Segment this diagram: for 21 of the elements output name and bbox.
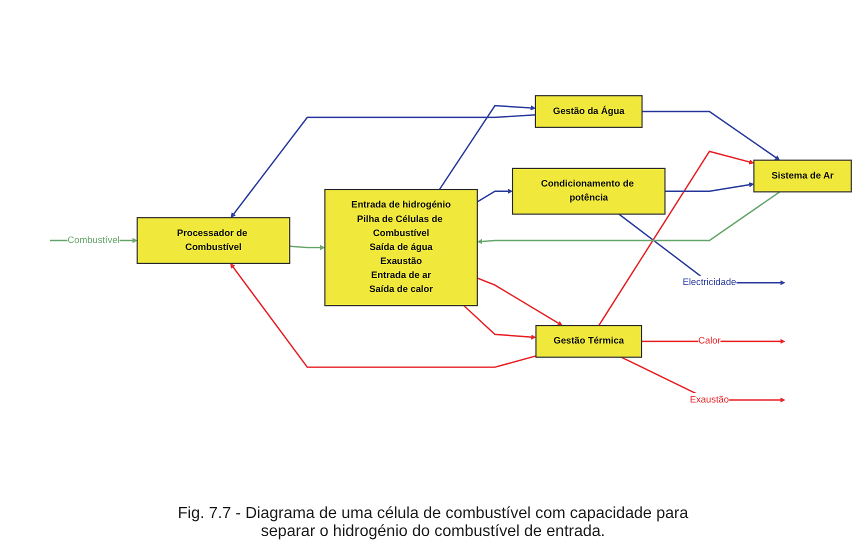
arrow	[598, 150, 754, 326]
arrow	[438, 105, 536, 190]
process-box: Gestão da Água	[534, 95, 643, 128]
arrow	[463, 305, 536, 340]
arrow	[230, 263, 536, 368]
arrow	[476, 188, 513, 203]
process-box: Sistema de Ar	[753, 160, 852, 193]
arrow	[230, 114, 536, 218]
arrow	[664, 182, 754, 192]
arrow	[642, 339, 786, 344]
process-box: Gestão Térmica	[535, 325, 642, 358]
process-box: Processador de Combustível	[136, 217, 290, 264]
arrow	[477, 278, 563, 326]
edge-label: Exaustão	[690, 394, 729, 405]
arrow	[290, 245, 326, 250]
process-box: Condicionamento de potência	[512, 168, 666, 215]
process-box: Entrada de hidrogénio Pilha de Células de Combustível Saída de água Exaustão Entrada de ar Saída de calor	[324, 189, 478, 306]
arrow	[477, 192, 780, 244]
edge-label: Calor	[698, 336, 721, 346]
arrow	[642, 111, 780, 161]
figure-caption: Fig. 7.7 - Diagrama de uma célula de combustível com capacidade para separar o hidrogénio do combustível de entrada.	[176, 505, 690, 541]
